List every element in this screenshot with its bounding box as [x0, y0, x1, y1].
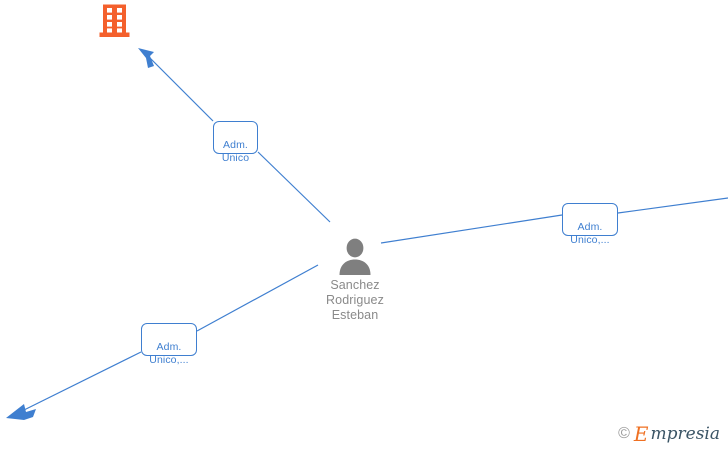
edge-label-adm-unico-bottom-left[interactable]: Adm. Unico,... — [141, 323, 197, 366]
brand-initial: E — [633, 422, 649, 446]
edge-to-company — [138, 48, 331, 223]
building-icon — [98, 3, 132, 39]
arrowhead-to-bottom-left — [6, 404, 36, 420]
edge-label-text: Adm. Unico — [221, 139, 250, 164]
company-node[interactable] — [98, 3, 132, 39]
empresia-watermark: © E mpresia — [618, 424, 720, 444]
edge-label-adm-unico-right[interactable]: Adm. Unico,... — [562, 203, 618, 246]
person-icon — [335, 236, 375, 276]
copyright-icon: © — [618, 425, 630, 442]
brand-name: mpresia — [650, 423, 721, 444]
edge-to-right — [380, 197, 728, 244]
person-node[interactable]: Sanchez Rodriguez Esteban — [295, 236, 415, 323]
edge-label-text: Adm. Unico,... — [149, 341, 189, 366]
edge-to-bottom-left — [6, 264, 319, 420]
edge-label-adm-unico-company[interactable]: Adm. Unico — [213, 121, 258, 164]
edge-label-text: Adm. Unico,... — [570, 221, 610, 246]
arrowhead-to-company — [138, 48, 154, 68]
person-name-label: Sanchez Rodriguez Esteban — [326, 278, 384, 322]
